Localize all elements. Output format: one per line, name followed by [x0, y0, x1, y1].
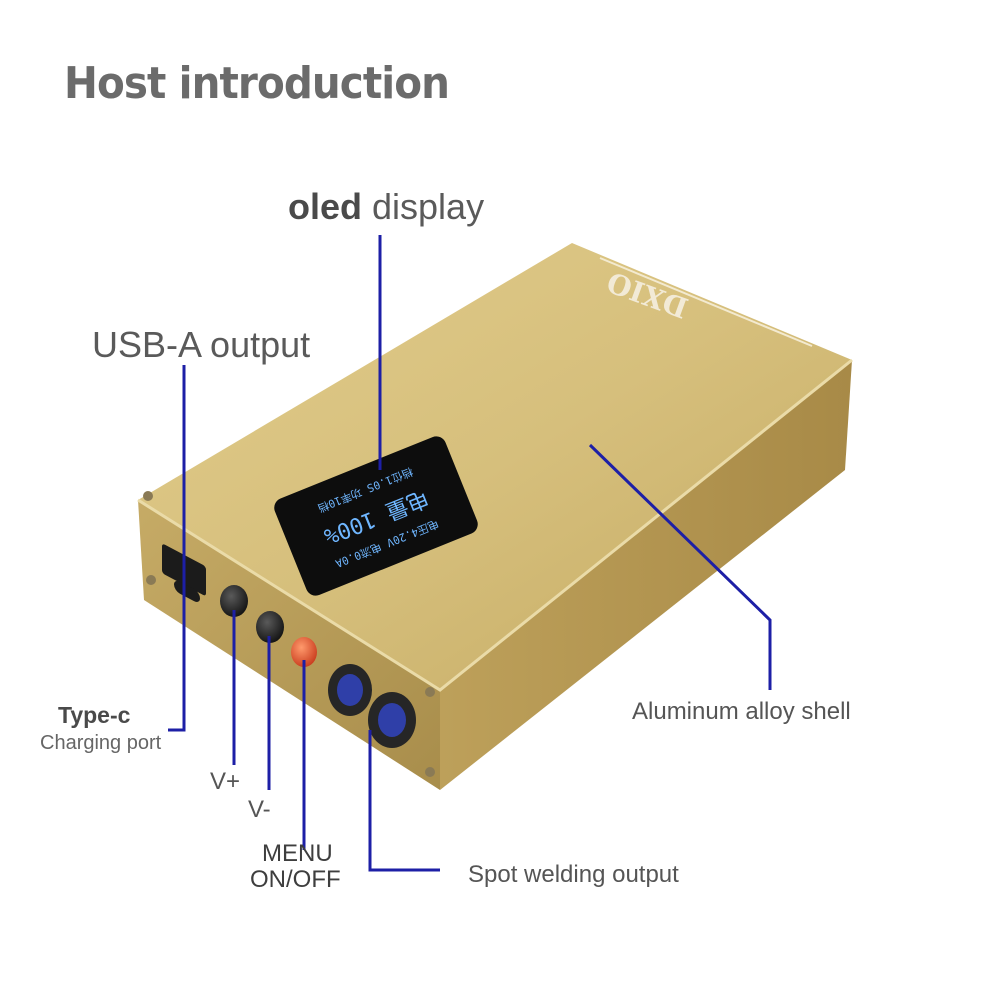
on-off-label: ON/OFF	[250, 866, 341, 893]
oled-label-rest: display	[362, 186, 485, 227]
menu-button	[291, 637, 317, 667]
v-minus-label: V-	[248, 796, 271, 823]
v-minus-button	[256, 611, 284, 643]
spot-welding-label: Spot welding output	[468, 861, 679, 888]
type-c-port	[174, 580, 200, 602]
leader-lines	[168, 235, 772, 872]
screw	[425, 687, 435, 697]
device-side-face	[440, 360, 852, 790]
oled-label-bold: oled	[288, 186, 363, 227]
usb-a-label-rest: output	[200, 324, 311, 365]
usb-a-output-label: USB-A output	[92, 324, 310, 366]
oled-display-label: oled display	[288, 186, 484, 228]
screw	[146, 575, 156, 585]
device-front-face	[138, 500, 440, 790]
screw	[425, 767, 435, 777]
v-plus-label: V+	[210, 768, 241, 795]
usb-a-label-bold: USB-A	[92, 324, 201, 365]
aluminum-shell-label: Aluminum alloy shell	[632, 698, 851, 725]
v-plus-button	[220, 585, 248, 617]
charging-port-label: Charging port	[40, 732, 162, 754]
page-title: Host introduction	[64, 58, 450, 109]
typec-label: Type-c	[58, 702, 131, 728]
screw	[143, 491, 153, 501]
menu-label: MENU	[262, 840, 333, 867]
